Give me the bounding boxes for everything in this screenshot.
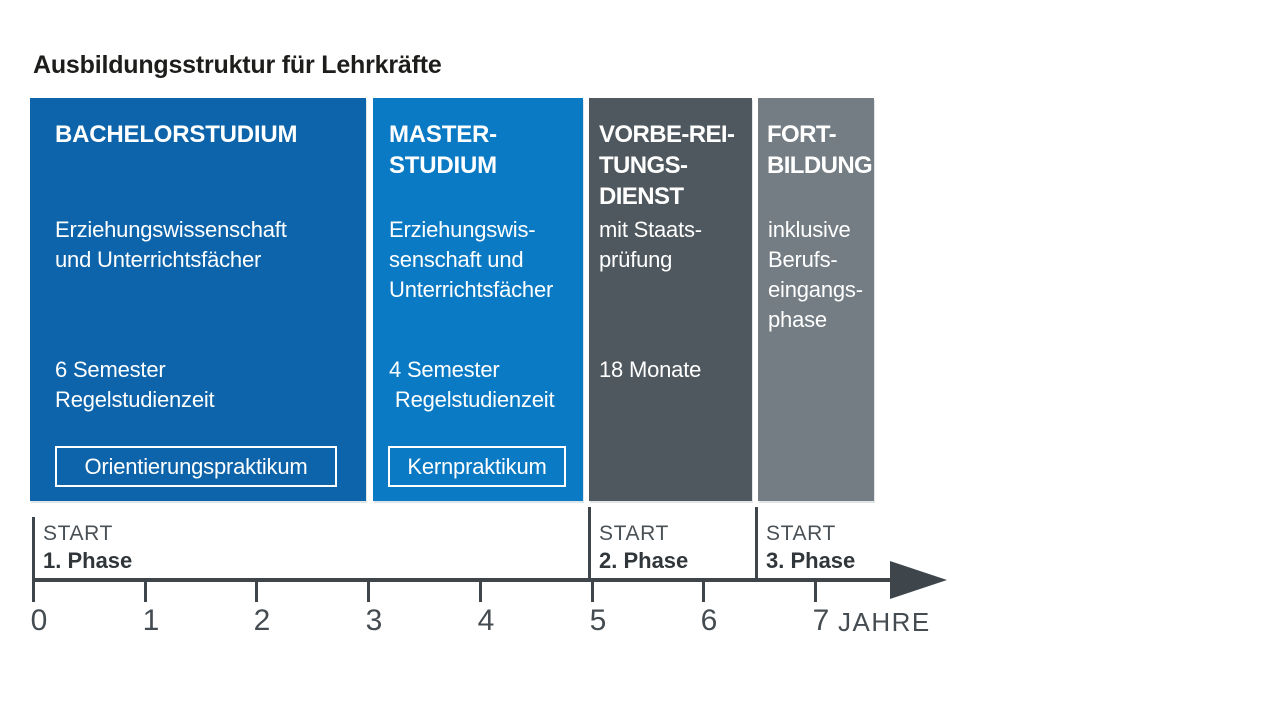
- axis-tick-label: 4: [477, 604, 495, 637]
- start-label-3: START: [766, 522, 836, 545]
- axis-tick-label: 1: [142, 604, 160, 637]
- axis-tick-label: 3: [365, 604, 383, 637]
- badge-orientierungspraktikum: Orientierungspraktikum: [55, 446, 337, 487]
- block-masterstudium: MASTER- STUDIUM Erziehungswis- senschaft…: [373, 98, 583, 501]
- block-body-masterstudium: Erziehungswis- senschaft und Unterrichts…: [389, 217, 554, 302]
- phase-marker-line-2: [588, 507, 591, 582]
- block-duration-vorbereitungsdienst: 18 Monate: [599, 357, 702, 382]
- block-duration-masterstudium: 4 Semester Regelstudienzeit: [389, 357, 555, 412]
- phase-marker-line-3: [755, 507, 758, 582]
- phase-name-1: 1. Phase: [43, 548, 133, 573]
- axis-tick: [255, 582, 258, 602]
- block-heading-bachelorstudium: BACHELORSTUDIUM: [55, 121, 298, 148]
- block-bachelorstudium: BACHELORSTUDIUM Erziehungswissenschaft u…: [30, 98, 366, 501]
- phase-marker-3: START 3. Phase: [766, 521, 855, 574]
- phase-name-3: 3. Phase: [766, 548, 856, 573]
- block-heading-vorbereitungsdienst: VORBE-REI- TUNGS- DIENST: [599, 121, 735, 210]
- badge-kernpraktikum: Kernpraktikum: [388, 446, 566, 487]
- block-fortbildung: FORT- BILDUNG inklusive Berufs- eingangs…: [758, 98, 874, 501]
- axis-tick-label: 0: [30, 604, 48, 637]
- phase-marker-1: START 1. Phase: [43, 521, 132, 574]
- phase-marker-2: START 2. Phase: [599, 521, 688, 574]
- axis-tick: [702, 582, 705, 602]
- block-body-bachelorstudium: Erziehungswissenschaft und Unterrichtsfä…: [55, 217, 287, 272]
- axis-tick: [479, 582, 482, 602]
- axis-tick: [32, 582, 35, 602]
- phase-marker-line-1: [32, 517, 35, 582]
- axis-tick: [144, 582, 147, 602]
- axis-tick: [367, 582, 370, 602]
- block-body-fortbildung: inklusive Berufs- eingangs- phase: [768, 217, 863, 332]
- block-body-vorbereitungsdienst: mit Staats- prüfung: [599, 217, 702, 272]
- axis-tick-label: 5: [589, 604, 607, 637]
- phase-name-2: 2. Phase: [599, 548, 689, 573]
- block-heading-fortbildung: FORT- BILDUNG: [767, 121, 873, 179]
- block-vorbereitungsdienst: VORBE-REI- TUNGS- DIENST mit Staats- prü…: [589, 98, 752, 501]
- axis-tick: [591, 582, 594, 602]
- timeline-axis: [32, 578, 892, 582]
- axis-tick-label: 2: [253, 604, 271, 637]
- start-label-2: START: [599, 522, 669, 545]
- axis-unit-label: JAHRE: [838, 607, 931, 637]
- axis-tick-label: 6: [700, 604, 718, 637]
- block-heading-masterstudium: MASTER- STUDIUM: [389, 121, 497, 179]
- page-title: Ausbildungsstruktur für Lehrkräfte: [33, 51, 442, 79]
- axis-tick: [814, 582, 817, 602]
- axis-tick-label: 7: [812, 604, 830, 637]
- timeline-arrow-icon: [890, 561, 947, 599]
- block-duration-bachelorstudium: 6 Semester Regelstudienzeit: [55, 357, 215, 412]
- start-label-1: START: [43, 522, 113, 545]
